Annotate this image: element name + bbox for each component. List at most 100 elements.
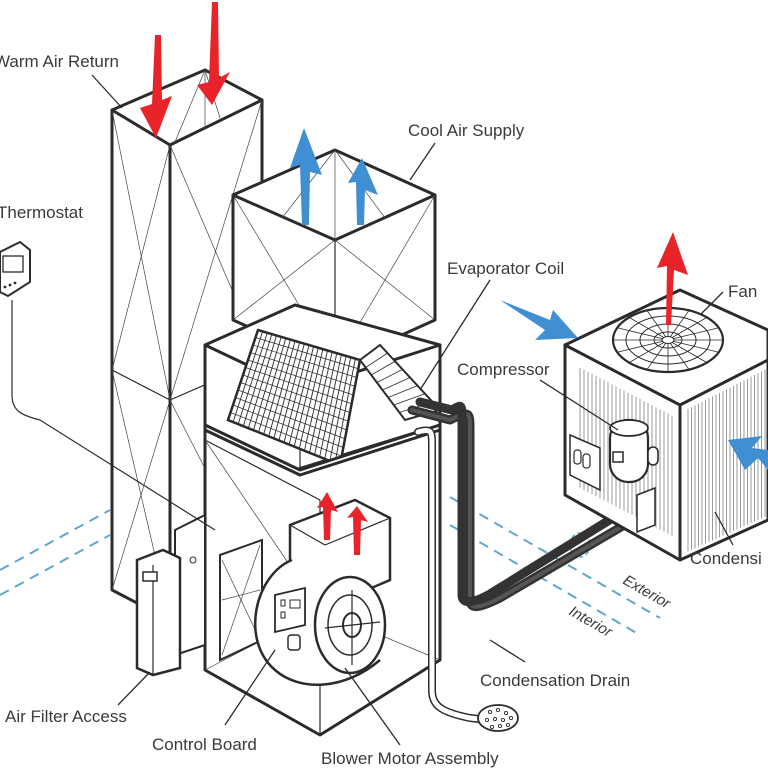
leader-lines	[91, 74, 734, 746]
label-air-filter-access: Air Filter Access	[5, 707, 127, 726]
capacitor-2	[582, 453, 591, 469]
coil-tube	[232, 404, 344, 448]
fan-spoke	[628, 317, 664, 338]
fan-exhaust-arrow	[657, 232, 688, 325]
label-condensation-drain: Condensation Drain	[480, 671, 630, 690]
label-fan: Fan	[728, 282, 757, 301]
boundary-line-left-upper	[0, 509, 111, 571]
refrigerant-line-set	[407, 397, 655, 611]
service-valve-panel	[636, 486, 656, 534]
coil-tube	[250, 352, 356, 387]
condensation-drain	[414, 426, 519, 732]
fan-spoke	[673, 327, 719, 340]
drain-hole	[497, 723, 503, 729]
coil-fin	[365, 352, 388, 368]
coil-tube	[240, 382, 349, 422]
coil-fin	[371, 360, 396, 376]
drain-hole	[487, 709, 493, 715]
fan-spoke	[669, 343, 690, 370]
cool-air-supply-arrow-2	[348, 158, 378, 225]
condenser-intake-arrow-1	[500, 300, 578, 340]
fan-spoke	[673, 340, 719, 353]
compressor	[608, 418, 659, 484]
thermostat-button[interactable]	[13, 281, 17, 285]
condenser-fan	[611, 306, 725, 374]
drain-hole	[489, 724, 495, 730]
fan-spoke	[672, 342, 708, 363]
control-board	[274, 586, 306, 651]
floor-drain	[477, 704, 519, 732]
blower-output-arrow-2	[347, 506, 368, 555]
drain-hole	[505, 722, 511, 728]
condenser-intake-arrow-2	[728, 436, 768, 470]
fan-spoke	[628, 342, 664, 363]
fan-spoke	[646, 343, 667, 370]
label-evaporator-coil: Evaporator Coil	[447, 259, 564, 278]
label-condenser: Condensi	[690, 549, 762, 568]
coil-tube	[255, 337, 359, 370]
thermostat-wire	[11, 300, 216, 531]
fan-grille-spokes	[613, 308, 723, 372]
thermostat-button[interactable]	[3, 285, 7, 289]
airflow-arrows	[140, 2, 768, 555]
fan-spoke	[617, 327, 663, 340]
coil-tube	[230, 412, 342, 457]
fan-spoke	[646, 310, 667, 337]
labels: Warm Air Return Thermostat Cool Air Supp…	[0, 52, 762, 768]
coil-tube	[247, 359, 354, 396]
evaporator-coil-fins	[230, 331, 359, 464]
drain-hole	[484, 717, 490, 723]
compressor-terminal-box	[612, 451, 624, 463]
control-board-capacitor	[287, 634, 301, 651]
compressor-accumulator	[647, 446, 659, 466]
drain-hole	[492, 716, 498, 722]
fan-hub	[661, 336, 675, 344]
floor-drain-holes	[484, 707, 514, 730]
air-filter	[219, 538, 263, 662]
label-cool-air-supply: Cool Air Supply	[408, 121, 525, 140]
label-thermostat: Thermostat	[0, 203, 83, 222]
blower-motor-assembly	[253, 498, 392, 686]
coil-fin	[382, 377, 411, 391]
fan-spoke	[617, 340, 663, 353]
fan-spoke	[669, 310, 690, 337]
coil-fin	[387, 385, 418, 398]
control-board-led-2	[280, 611, 286, 619]
label-warm-air-return: Warm Air Return	[0, 52, 119, 71]
thermostat[interactable]	[0, 240, 31, 298]
control-board-display	[289, 599, 301, 609]
drain-hole	[508, 715, 514, 721]
boundary-line-right-lower	[449, 524, 641, 636]
cool-air-supply-arrow-1	[290, 128, 322, 225]
boundary-line-left-lower	[0, 534, 111, 596]
coil-fin	[393, 393, 426, 406]
thermostat-display	[2, 255, 24, 273]
condenser-coil-right	[687, 369, 766, 552]
label-blower-motor-assembly: Blower Motor Assembly	[321, 749, 499, 768]
coil-tube	[245, 367, 352, 405]
capacitor-panel	[569, 433, 601, 492]
condenser-unit	[563, 288, 768, 562]
warm-air-return-arrow-2	[197, 2, 230, 105]
coil-tube	[237, 389, 347, 431]
drain-hole	[500, 717, 506, 723]
coil-fin	[376, 369, 403, 383]
drain-hole	[503, 710, 509, 716]
control-board-led-1	[280, 599, 286, 607]
capacitor-1	[573, 449, 582, 465]
label-exterior: Exterior	[620, 572, 674, 613]
label-control-board: Control Board	[152, 735, 257, 754]
coil-tube	[235, 397, 346, 440]
air-filter-access-panel[interactable]	[135, 548, 182, 677]
warm-air-return-arrow-1	[140, 35, 172, 138]
coil-tube	[252, 344, 357, 378]
coil-tube	[242, 374, 351, 413]
thermostat-button[interactable]	[8, 283, 12, 287]
blower-output-arrow-1	[317, 492, 338, 540]
label-compressor: Compressor	[457, 360, 550, 379]
drain-hole	[495, 707, 501, 713]
fan-spoke	[672, 317, 708, 338]
filter-panel-window	[142, 571, 158, 582]
label-interior: Interior	[566, 603, 616, 642]
